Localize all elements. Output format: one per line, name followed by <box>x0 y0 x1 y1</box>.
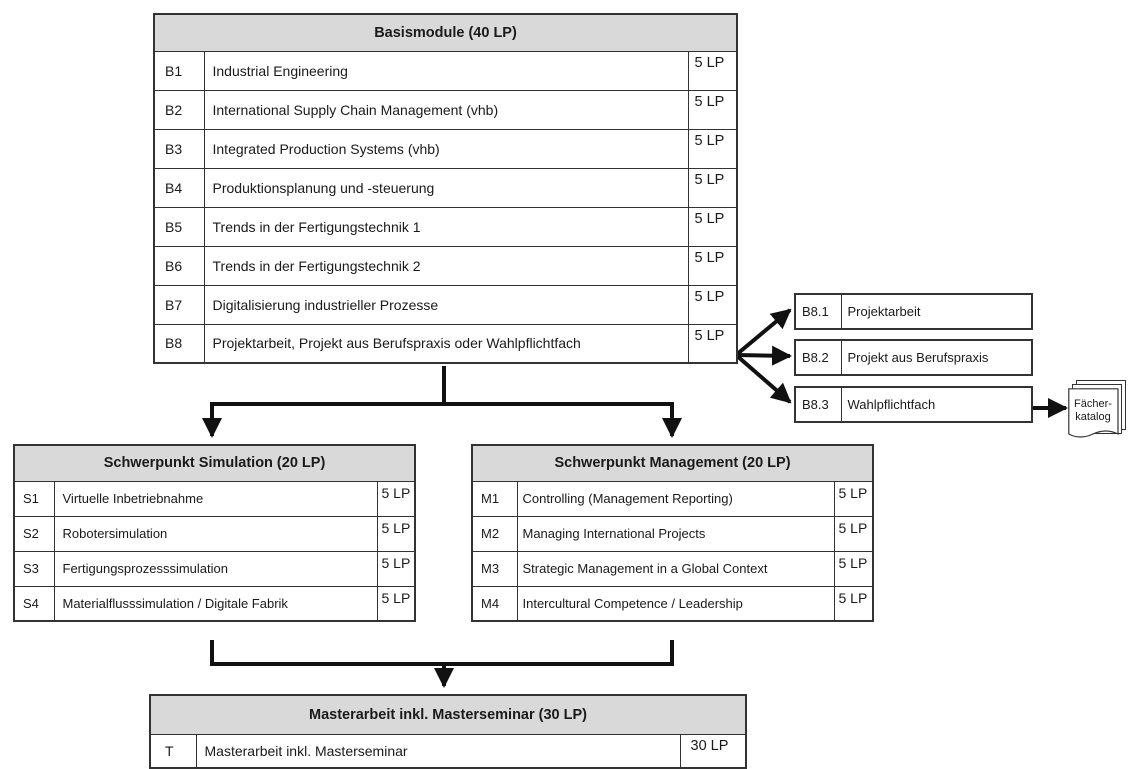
module-lp: 5 LP <box>687 167 738 208</box>
module-lp: 5 LP <box>833 515 874 552</box>
catalog-label-line1: Fächer- <box>1074 398 1112 410</box>
module-lp: 5 LP <box>687 128 738 169</box>
catalog-label-line2: katalog <box>1075 411 1111 423</box>
simulation-to-thesis-line <box>210 640 674 666</box>
module-name: Integrated Production Systems (vhb) <box>203 128 689 169</box>
module-lp: 5 LP <box>687 323 738 364</box>
option-name: Projektarbeit <box>840 293 1033 330</box>
module-name: Virtuelle Inbetriebnahme <box>53 480 378 517</box>
option-name: Wahlpflichtfach <box>840 386 1033 423</box>
option-code: B8.2 <box>794 339 842 376</box>
module-code: T <box>149 733 197 769</box>
module-name: Controlling (Management Reporting) <box>516 480 835 517</box>
module-lp: 5 LP <box>687 206 738 247</box>
module-code: B5 <box>153 206 205 247</box>
option-code: B8.1 <box>794 293 842 330</box>
thesis-title: Masterarbeit inkl. Masterseminar (30 LP) <box>149 694 747 735</box>
module-name: Robotersimulation <box>53 515 378 552</box>
option-name: Projekt aus Berufspraxis <box>840 339 1033 376</box>
module-lp: 5 LP <box>687 50 738 91</box>
basis-title: Basismodule (40 LP) <box>153 13 738 52</box>
module-code: B6 <box>153 245 205 286</box>
split-to-management-line <box>444 402 682 438</box>
module-name: Digitalisierung industrieller Prozesse <box>203 284 689 325</box>
module-code: M2 <box>471 515 518 552</box>
b8-to-b8-3-arrow <box>734 353 792 404</box>
module-name: Trends in der Fertigungstechnik 1 <box>203 206 689 247</box>
module-lp: 5 LP <box>376 515 416 552</box>
module-code: S3 <box>13 550 55 587</box>
module-name: Projektarbeit, Projekt aus Berufspraxis … <box>203 323 689 364</box>
module-name: Strategic Management in a Global Context <box>516 550 835 587</box>
module-name: Produktionsplanung und -steuerung <box>203 167 689 208</box>
module-name: Intercultural Competence / Leadership <box>516 585 835 622</box>
management-title: Schwerpunkt Management (20 LP) <box>471 444 874 482</box>
module-code: S2 <box>13 515 55 552</box>
module-code: B3 <box>153 128 205 169</box>
thesis-table: Masterarbeit inkl. Masterseminar (30 LP)… <box>149 694 747 769</box>
module-code: B7 <box>153 284 205 325</box>
module-code: S1 <box>13 480 55 517</box>
module-code: M1 <box>471 480 518 517</box>
module-lp: 5 LP <box>833 585 874 622</box>
module-code: M4 <box>471 585 518 622</box>
module-code: M3 <box>471 550 518 587</box>
module-lp: 5 LP <box>376 550 416 587</box>
module-name: Trends in der Fertigungstechnik 2 <box>203 245 689 286</box>
module-name: Materialflusssimulation / Digitale Fabri… <box>53 585 378 622</box>
module-lp: 5 LP <box>687 89 738 130</box>
catalog-document-icon: Fächer- katalog <box>1068 380 1130 442</box>
module-lp: 5 LP <box>687 284 738 325</box>
module-name: Fertigungsprozesssimulation <box>53 550 378 587</box>
module-lp: 5 LP <box>687 245 738 286</box>
module-code: B4 <box>153 167 205 208</box>
module-lp: 5 LP <box>833 480 874 517</box>
module-name: Masterarbeit inkl. Masterseminar <box>195 733 681 769</box>
module-code: B8 <box>153 323 205 364</box>
module-lp: 5 LP <box>833 550 874 587</box>
module-lp: 30 LP <box>679 733 747 769</box>
module-name: International Supply Chain Management (v… <box>203 89 689 130</box>
simulation-title: Schwerpunkt Simulation (20 LP) <box>13 444 416 482</box>
module-code: B1 <box>153 50 205 91</box>
module-name: Industrial Engineering <box>203 50 689 91</box>
b8-to-b8-1-arrow <box>734 308 792 357</box>
module-lp: 5 LP <box>376 480 416 517</box>
module-code: B2 <box>153 89 205 130</box>
module-lp: 5 LP <box>376 585 416 622</box>
b8-to-b8-2-arrow <box>735 345 792 366</box>
option-code: B8.3 <box>794 386 842 423</box>
module-name: Managing International Projects <box>516 515 835 552</box>
module-code: S4 <box>13 585 55 622</box>
basis-to-split-line <box>202 366 446 438</box>
